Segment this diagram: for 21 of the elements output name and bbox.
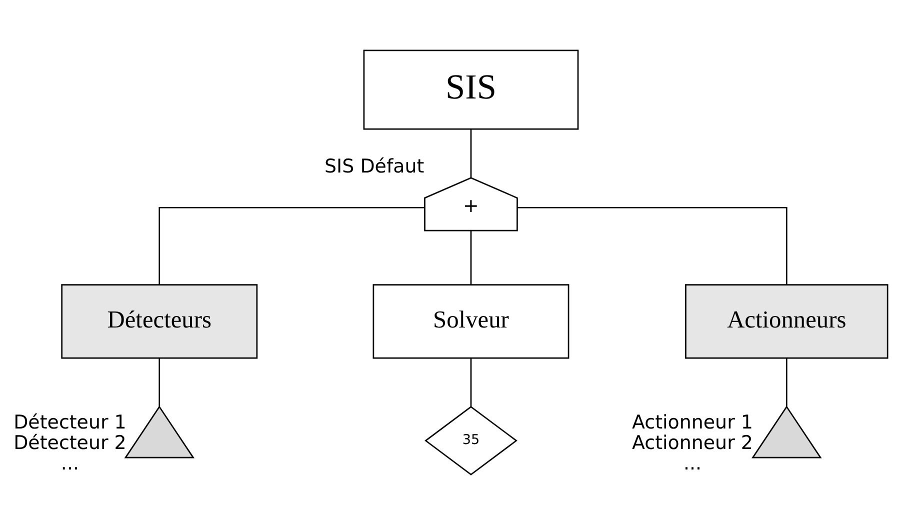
node-triangle (124, 406, 194, 458)
connector (470, 358, 472, 406)
connector (785, 358, 787, 406)
connector (470, 129, 472, 178)
node-label: SIS Défaut (324, 156, 424, 178)
node-box: SIS (362, 50, 578, 130)
node-box: Solveur (372, 284, 569, 359)
node-triangle (751, 406, 822, 458)
connector (470, 230, 472, 285)
node-label: Actionneur 1 (632, 412, 752, 434)
node-box: Actionneurs (684, 284, 888, 359)
node-box: Détecteurs (60, 284, 258, 359)
node-label: Détecteur 2 (13, 432, 126, 454)
connector (158, 206, 424, 285)
node-diamond: 35 (424, 406, 517, 476)
node-label: Actionneur 2 (632, 432, 752, 454)
node-label: Détecteur 1 (13, 412, 126, 434)
node-label: ... (682, 452, 702, 474)
connector (517, 206, 787, 285)
connector (158, 358, 160, 406)
node-label: ... (60, 452, 79, 474)
